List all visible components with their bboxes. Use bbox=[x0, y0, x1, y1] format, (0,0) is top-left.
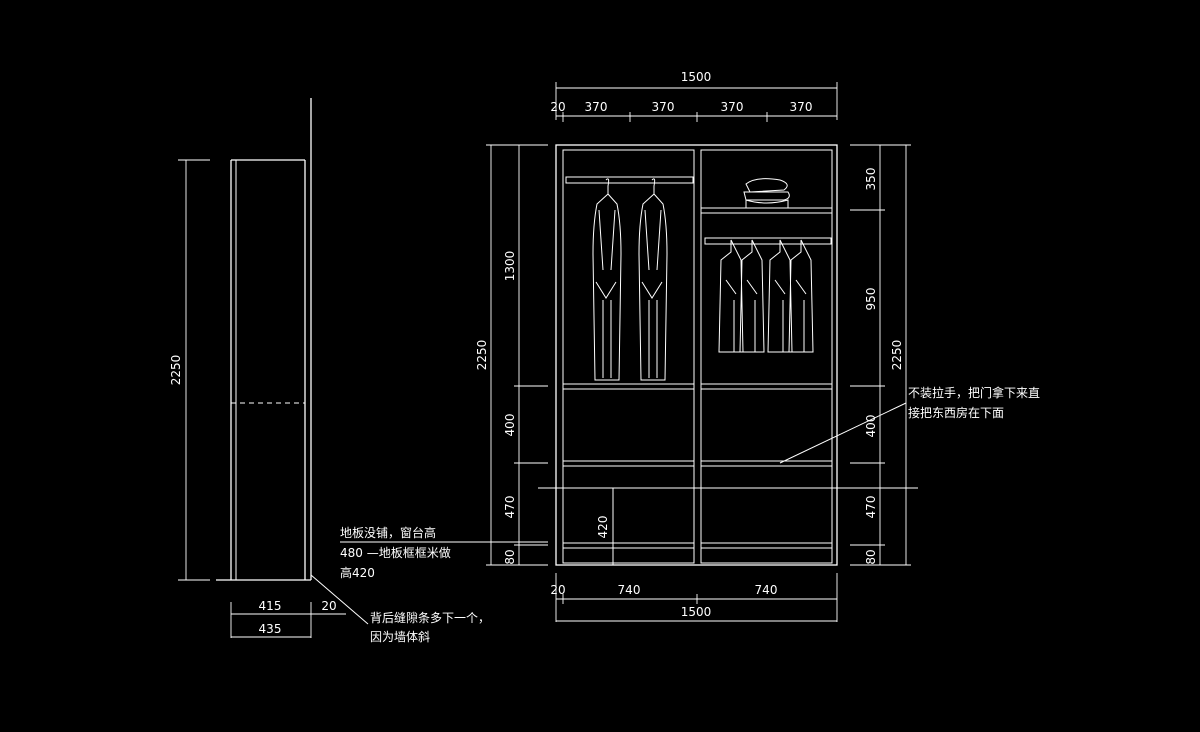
left-segment-label: 80 bbox=[503, 549, 517, 564]
bottom-segment-label: 740 bbox=[618, 583, 641, 597]
back-gap-note: 背后缝隙条多下一个， 因为墙体斜 bbox=[370, 610, 490, 644]
front-view: 420 bbox=[538, 144, 918, 566]
jacket-icon bbox=[788, 239, 814, 353]
right-segment-label: 350 bbox=[864, 168, 878, 191]
bottom-segment-label: 20 bbox=[550, 583, 565, 597]
left-segment-label: 400 bbox=[503, 414, 517, 437]
right-segment-label: 400 bbox=[864, 415, 878, 438]
jacket-icon bbox=[767, 239, 793, 353]
side-height-label: 2250 bbox=[169, 355, 183, 386]
right-total-label: 2250 bbox=[890, 340, 904, 371]
floor-note-line: 地板没铺，窗台高 bbox=[340, 525, 436, 540]
long-coat-icon bbox=[638, 178, 668, 381]
bottom-segment-label: 740 bbox=[755, 583, 778, 597]
jacket-icon bbox=[739, 239, 765, 353]
left-hanging-rail bbox=[565, 176, 694, 184]
handle-note-line: 接把东西房在下面 bbox=[908, 405, 1004, 420]
right-segment-label: 80 bbox=[864, 549, 878, 564]
floor-note-line: 480 —地板框框米做 bbox=[340, 545, 451, 560]
handle-note: 不装拉手，把门拿下来直 接把东西房在下面 bbox=[779, 385, 1040, 464]
side-gap-label: 20 bbox=[321, 599, 336, 613]
top-segment-label: 370 bbox=[652, 100, 675, 114]
top-dimensions: 1500 20 370 370 370 370 bbox=[550, 70, 838, 122]
folded-clothes-icon bbox=[743, 178, 790, 209]
handle-note-line: 不装拉手，把门拿下来直 bbox=[908, 385, 1040, 400]
left-segment-label: 1300 bbox=[503, 251, 517, 282]
long-coat-icon bbox=[592, 178, 622, 381]
right-segment-label: 950 bbox=[864, 288, 878, 311]
jacket-icon bbox=[718, 239, 744, 353]
top-segment-label: 370 bbox=[585, 100, 608, 114]
bottom-dimensions: 20 740 740 1500 bbox=[550, 573, 838, 622]
right-dimensions: 350 950 400 470 80 2250 bbox=[850, 144, 911, 566]
back-note-line: 因为墙体斜 bbox=[370, 630, 430, 644]
back-note-line: 背后缝隙条多下一个， bbox=[370, 610, 490, 625]
side-total-depth-label: 435 bbox=[259, 622, 282, 636]
bottom-total-label: 1500 bbox=[681, 605, 712, 619]
floor-note: 地板没铺，窗台高 480 —地板框框米做 高420 bbox=[340, 525, 548, 580]
inner-height-label: 420 bbox=[596, 516, 610, 539]
side-depth-label: 415 bbox=[259, 599, 282, 613]
top-segment-label: 370 bbox=[790, 100, 813, 114]
floor-note-line: 高420 bbox=[340, 565, 375, 580]
left-total-label: 2250 bbox=[475, 340, 489, 371]
left-segment-label: 470 bbox=[503, 496, 517, 519]
side-view: 2250 415 20 435 bbox=[169, 98, 369, 638]
left-dimensions: 2250 1300 400 470 80 bbox=[475, 144, 548, 566]
right-hanging-rail bbox=[704, 237, 832, 245]
top-segment-label: 20 bbox=[550, 100, 565, 114]
top-segment-label: 370 bbox=[721, 100, 744, 114]
top-total-label: 1500 bbox=[681, 70, 712, 84]
right-segment-label: 470 bbox=[864, 496, 878, 519]
